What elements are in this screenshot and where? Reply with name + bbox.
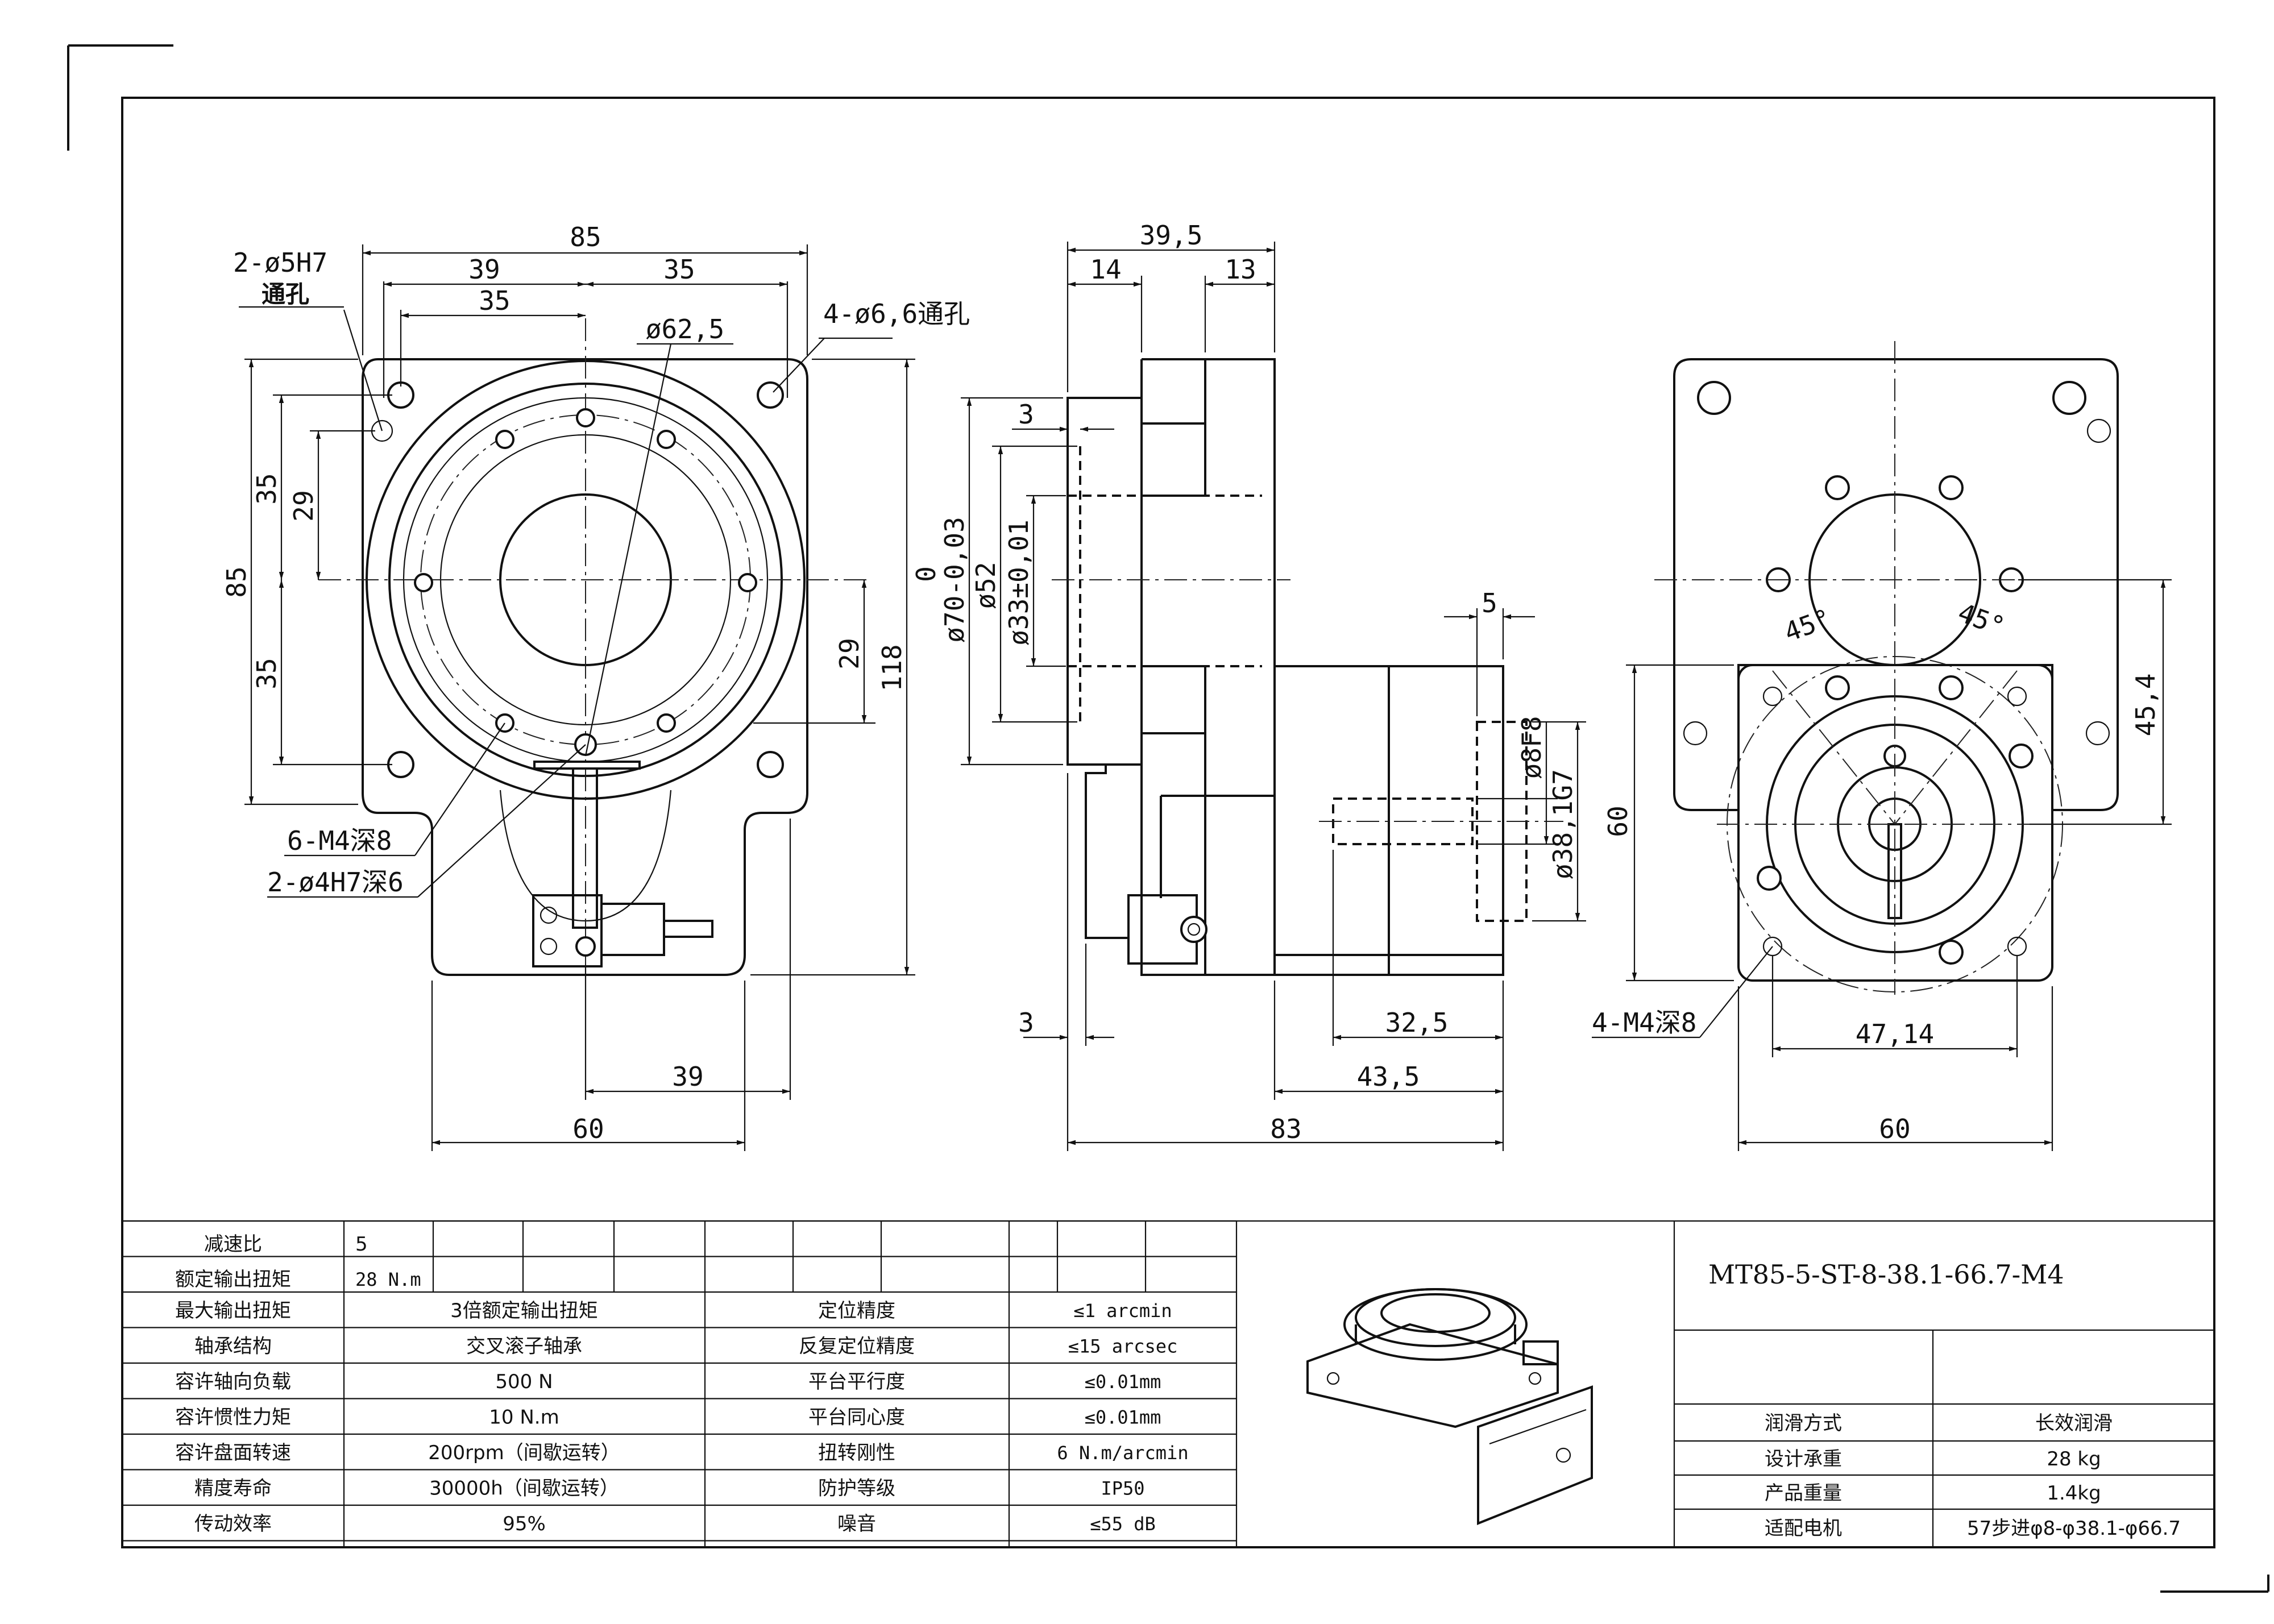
info-label: 设计承重 bbox=[1765, 1448, 1842, 1471]
spec-value-2: ≤0.01mm bbox=[1085, 1407, 1161, 1428]
spec-label-2: 反复定位精度 bbox=[799, 1335, 915, 1358]
dim-38-1: ø38,1G7 bbox=[1547, 769, 1578, 879]
callout-through: 通孔 bbox=[262, 280, 309, 308]
dim-5: 5 bbox=[1482, 588, 1497, 618]
model-code: MT85-5-ST-8-38.1-66.7-M4 bbox=[1708, 1259, 2064, 1290]
spec-value: 10 N.m bbox=[489, 1406, 559, 1429]
spec-value: 500 N bbox=[495, 1370, 553, 1393]
dim-3-top: 3 bbox=[1018, 399, 1034, 430]
spec-table-top-rows: 减速比 5 额定输出扭矩 28 N.m bbox=[175, 1233, 421, 1291]
dim-43-5: 43,5 bbox=[1357, 1061, 1420, 1092]
spec-label: 轴承结构 bbox=[194, 1335, 272, 1358]
dim-33: ø33±0,01 bbox=[1003, 520, 1034, 646]
spec-value: 3倍额定输出扭矩 bbox=[450, 1299, 598, 1322]
spec-value-2: 6 N.m/arcmin bbox=[1057, 1442, 1188, 1464]
angle-45-right: 45° bbox=[1954, 597, 2009, 642]
spec-table-lines bbox=[122, 1220, 1236, 1542]
callout-threads-rear: 4-M4深8 bbox=[1592, 1007, 1696, 1038]
dim-8f8: ø8F8 bbox=[1516, 716, 1547, 779]
dim-32-5: 32,5 bbox=[1385, 1007, 1449, 1038]
dim-39-top: 39 bbox=[468, 254, 500, 285]
dim-14: 14 bbox=[1090, 254, 1121, 285]
callout-mount-holes: 4-ø6,6通孔 bbox=[823, 298, 970, 329]
info-value: 57步进φ8-φ38.1-φ66.7 bbox=[1967, 1517, 2181, 1540]
callout-pin-holes: 2-ø5H7 bbox=[233, 247, 327, 278]
spec-value-2: IP50 bbox=[1101, 1478, 1144, 1500]
callout-pins-front: 2-ø4H7深6 bbox=[267, 867, 404, 898]
dim-3-bottom: 3 bbox=[1018, 1007, 1034, 1038]
dim-85-left: 85 bbox=[221, 566, 252, 597]
info-label: 适配电机 bbox=[1765, 1517, 1842, 1540]
spec-label: 减速比 bbox=[204, 1233, 262, 1256]
dim-39-5: 39,5 bbox=[1140, 220, 1203, 251]
spec-label: 额定输出扭矩 bbox=[175, 1268, 291, 1291]
dim-52: ø52 bbox=[970, 562, 1001, 609]
spec-label: 容许盘面转速 bbox=[175, 1442, 291, 1464]
spec-label-2: 定位精度 bbox=[818, 1299, 895, 1322]
product-3d-illustration bbox=[1306, 1288, 1593, 1525]
info-value: 28 kg bbox=[2047, 1448, 2101, 1471]
spec-label: 容许惯性力矩 bbox=[175, 1406, 291, 1429]
spec-label-2: 平台平行度 bbox=[808, 1370, 905, 1393]
spec-label: 容许轴向负载 bbox=[175, 1370, 291, 1393]
spec-value: 200rpm（间歇运转） bbox=[428, 1442, 620, 1464]
dim-35-left-lower: 35 bbox=[251, 658, 282, 689]
spec-label-2: 防护等级 bbox=[818, 1477, 895, 1500]
info-label: 产品重量 bbox=[1765, 1482, 1842, 1505]
dim-70: ø70-0,03 bbox=[939, 517, 970, 643]
spec-table-rows: 最大输出扭矩 3倍额定输出扭矩 定位精度 ≤1 arcmin 轴承结构 交叉滚子轴承 反复定… bbox=[175, 1299, 1189, 1535]
spec-value: 28 N.m bbox=[355, 1269, 421, 1290]
spec-value-2: ≤1 arcmin bbox=[1073, 1300, 1172, 1322]
info-value: 长效润滑 bbox=[2035, 1412, 2113, 1435]
dim-pcd: ø62,5 bbox=[646, 314, 724, 344]
spec-value-2: ≤55 dB bbox=[1090, 1513, 1156, 1535]
dim-60-horizontal: 60 bbox=[1879, 1114, 1910, 1144]
spec-label: 传动效率 bbox=[194, 1513, 272, 1535]
dim-35-top-right: 35 bbox=[663, 254, 695, 285]
angle-45-left: 45° bbox=[1780, 603, 1835, 647]
spec-label: 精度寿命 bbox=[194, 1477, 272, 1500]
dim-83: 83 bbox=[1270, 1114, 1301, 1144]
spec-value-2: ≤0.01mm bbox=[1085, 1371, 1161, 1393]
dim-39-bottom: 39 bbox=[672, 1061, 703, 1092]
spec-label-2: 噪音 bbox=[837, 1513, 876, 1535]
dim-118: 118 bbox=[877, 644, 907, 691]
dim-29-right: 29 bbox=[834, 638, 865, 669]
dim-85-top: 85 bbox=[570, 222, 601, 252]
spec-label-2: 扭转刚性 bbox=[818, 1442, 895, 1464]
dim-35-top-inner: 35 bbox=[479, 285, 510, 316]
front-view bbox=[239, 244, 915, 1151]
spec-label-2: 平台同心度 bbox=[808, 1406, 905, 1429]
spec-value: 5 bbox=[355, 1233, 368, 1256]
dim-60-vertical: 60 bbox=[1603, 805, 1633, 837]
dim-70-upper-tol: 0 bbox=[911, 566, 941, 582]
info-value: 1.4kg bbox=[2047, 1482, 2101, 1505]
spec-value-2: ≤15 arcsec bbox=[1068, 1336, 1178, 1357]
callout-threads-front: 6-M4深8 bbox=[287, 825, 392, 856]
spec-value: 交叉滚子轴承 bbox=[466, 1335, 582, 1358]
dim-29-left: 29 bbox=[288, 490, 319, 521]
rear-view bbox=[1592, 341, 2172, 1151]
sheet-frame bbox=[67, 44, 2269, 1593]
dim-45-4: 45,4 bbox=[2130, 674, 2161, 737]
info-label: 润滑方式 bbox=[1765, 1412, 1842, 1435]
spec-label: 最大输出扭矩 bbox=[175, 1299, 291, 1322]
dim-47-14: 47,14 bbox=[1856, 1019, 1934, 1049]
spec-value: 30000h（间歇运转） bbox=[429, 1477, 619, 1500]
dim-60-bottom: 60 bbox=[572, 1114, 604, 1144]
dim-13: 13 bbox=[1225, 254, 1256, 285]
dim-35-left-upper: 35 bbox=[251, 473, 282, 504]
spec-value: 95% bbox=[503, 1513, 546, 1535]
side-view bbox=[961, 242, 1586, 1151]
